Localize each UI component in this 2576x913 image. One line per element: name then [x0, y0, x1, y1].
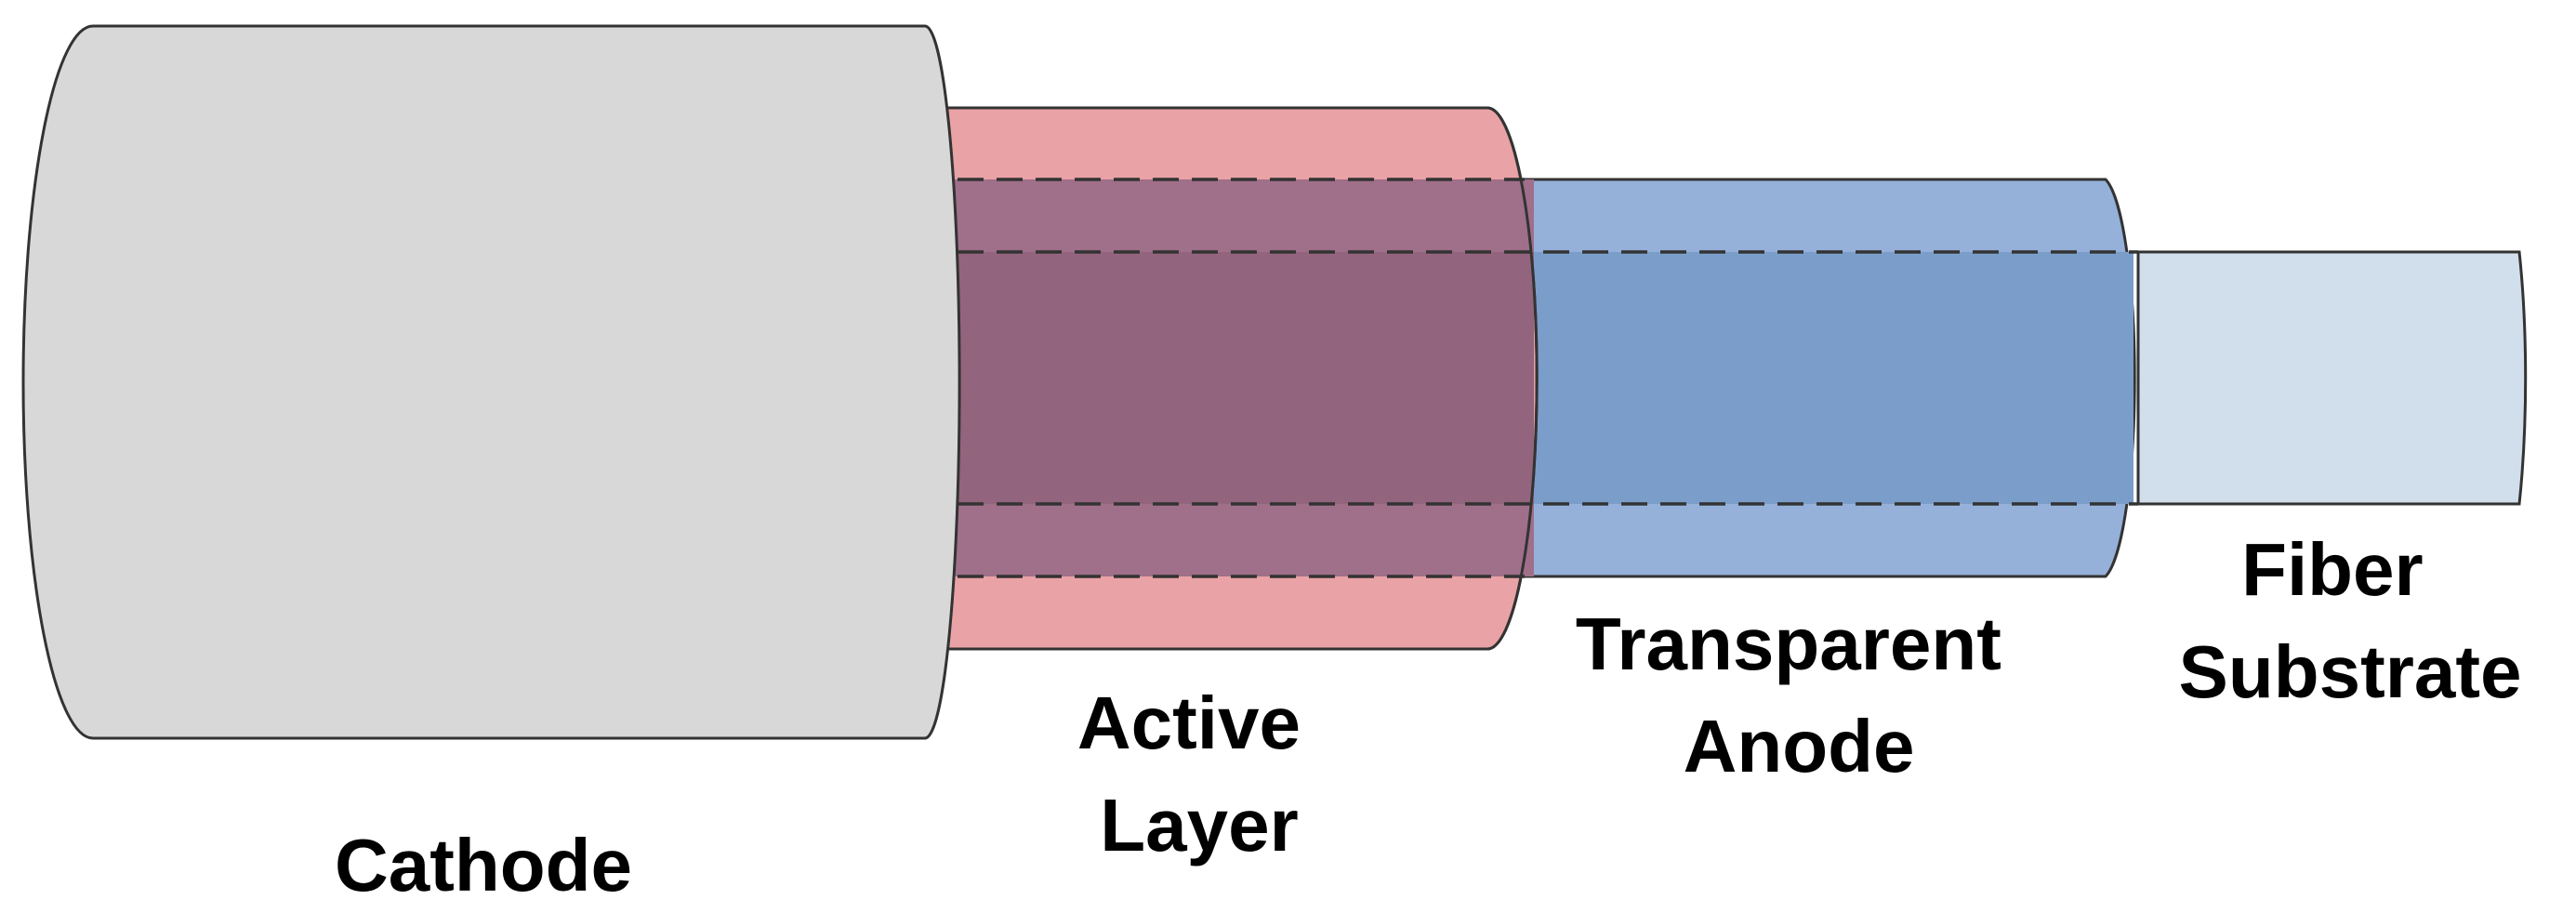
anode-fiber-overlap	[1525, 252, 2133, 504]
active-layer-label-line2: Layer	[1100, 784, 1298, 867]
hidden-edge-lines	[958, 178, 2138, 578]
cathode-label: Cathode	[335, 824, 632, 906]
active-fiber-overlap	[939, 252, 1534, 504]
fiber-substrate-label-line2: Substrate	[2179, 630, 2522, 713]
fiber-substrate-label-line1: Fiber	[2241, 528, 2424, 611]
transparent-anode-label-line2: Anode	[1684, 705, 1915, 787]
active-layer-cylinder	[937, 106, 1539, 651]
fiber-substrate-cylinder	[2136, 250, 2528, 506]
fiber-substrate-body	[2136, 250, 2528, 506]
cathode-cylinder	[21, 24, 961, 740]
transparent-anode-cylinder	[1523, 178, 2136, 578]
active-layer-label-line1: Active	[1077, 681, 1301, 764]
active-layer-label: Active Layer	[1077, 681, 1321, 867]
cathode-body	[21, 24, 961, 740]
transparent-anode-label: Transparent Anode	[1576, 602, 2022, 787]
fiber-substrate-label: Fiber Substrate	[2179, 528, 2522, 713]
transparent-anode-label-line1: Transparent	[1576, 602, 2001, 685]
active-layer-front-edge	[1486, 106, 1539, 651]
